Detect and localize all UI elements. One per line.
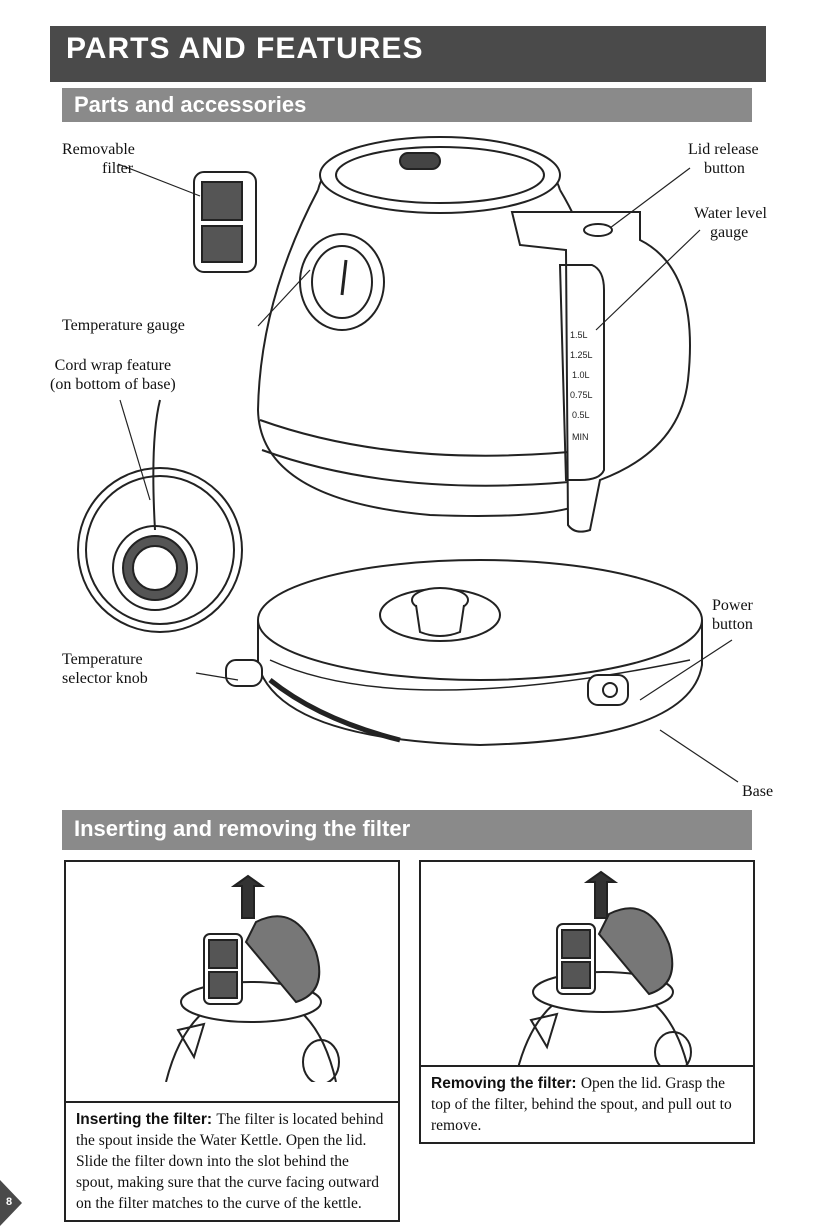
label-removable-filter: Removable filter xyxy=(62,141,135,177)
kettle-illustration: 1.5L 1.25L 1.0L 0.75L 0.5L MIN xyxy=(77,136,739,783)
panel-inserting-filter: Inserting the filter: The filter is loca… xyxy=(64,860,400,1222)
panel-removing-filter: Removing the filter: Open the lid. Grasp… xyxy=(419,860,755,1144)
leader-lines xyxy=(117,163,739,783)
section-title-parts: Parts and accessories xyxy=(74,92,307,117)
section-header-filter: Inserting and removing the filter xyxy=(62,810,752,850)
page-tab-shape xyxy=(0,1180,22,1226)
page-number-tab: 8 xyxy=(0,1180,22,1231)
water-level-marks: 1.5L 1.25L 1.0L 0.75L 0.5L MIN xyxy=(570,330,593,442)
inserting-filter-illustration xyxy=(165,874,340,1082)
gauge-mark: 1.25L xyxy=(570,350,593,360)
inserting-filter-body: The filter is located behind the spout i… xyxy=(76,1111,384,1212)
page-number: 8 xyxy=(6,1196,13,1208)
base-illustration xyxy=(225,559,703,747)
removing-filter-illustration xyxy=(516,870,692,1072)
gauge-mark: 0.5L xyxy=(572,410,590,420)
gauge-mark: MIN xyxy=(572,432,589,442)
removing-filter-heading: Removing the filter: xyxy=(431,1075,581,1092)
kettle-body-illustration xyxy=(256,136,691,533)
page-title-bar: PARTS AND FEATURES xyxy=(50,26,766,82)
removing-filter-caption: Removing the filter: Open the lid. Grasp… xyxy=(421,1065,753,1142)
gauge-mark: 0.75L xyxy=(570,390,593,400)
removing-filter-body: Open the lid. Grasp the top of the filte… xyxy=(431,1075,732,1134)
section-header-parts: Parts and accessories xyxy=(62,88,752,122)
page-title: PARTS AND FEATURES xyxy=(66,32,424,65)
label-temperature-gauge: Temperature gauge xyxy=(62,317,185,334)
gauge-mark: 1.0L xyxy=(572,370,590,380)
cord-wrap-illustration xyxy=(77,399,243,633)
label-temperature-selector: Temperature selector knob xyxy=(62,651,148,687)
removable-filter-illustration xyxy=(193,171,257,273)
label-water-level: Water level gauge xyxy=(694,205,767,241)
label-lid-release: Lid release button xyxy=(688,141,759,177)
label-cord-wrap: Cord wrap feature (on bottom of base) xyxy=(50,357,176,393)
section-title-filter: Inserting and removing the filter xyxy=(74,816,411,841)
label-base: Base xyxy=(742,783,774,800)
inserting-filter-heading: Inserting the filter: xyxy=(76,1111,217,1128)
gauge-mark: 1.5L xyxy=(570,330,588,340)
inserting-filter-caption: Inserting the filter: The filter is loca… xyxy=(66,1101,398,1220)
label-power-button: Power button xyxy=(712,597,753,633)
